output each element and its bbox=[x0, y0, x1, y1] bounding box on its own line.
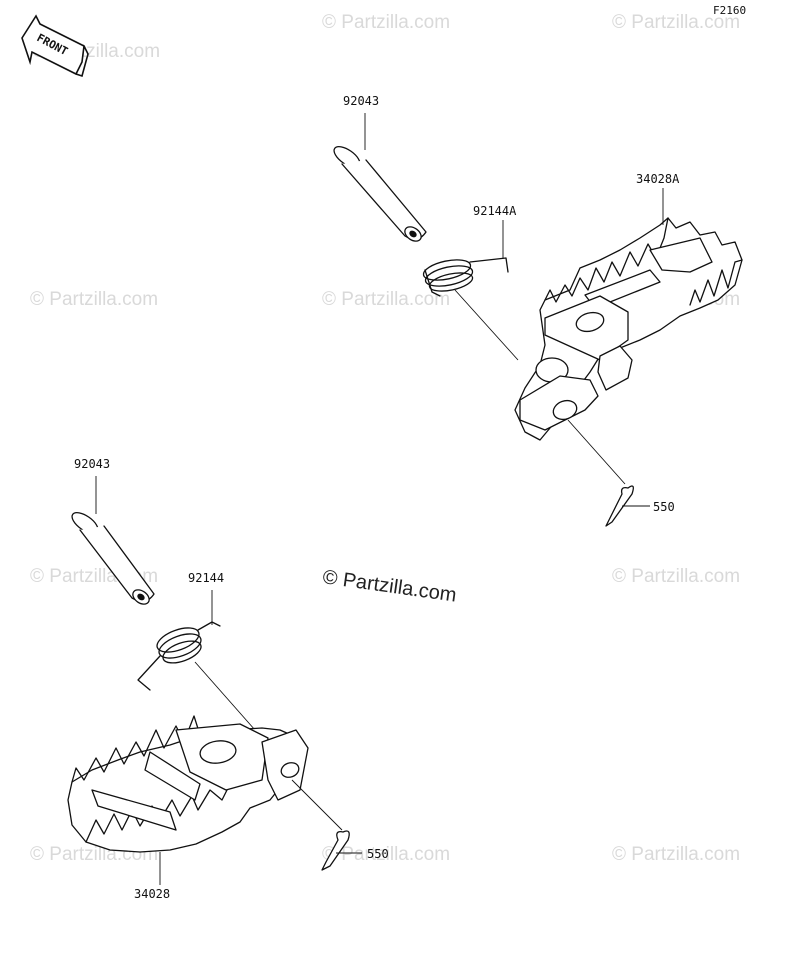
center-watermark: © Partzilla.com bbox=[321, 566, 458, 607]
front-arrow-icon: FRONT bbox=[21, 14, 89, 78]
upper-spring bbox=[422, 257, 509, 297]
watermark: © Partzilla.com bbox=[322, 289, 450, 310]
upper-footpeg-label: 34028A bbox=[636, 172, 680, 186]
watermark-group: © Partzilla.com © Partzilla.com © Partzi… bbox=[30, 12, 740, 865]
upper-cotter-label: 550 bbox=[653, 500, 675, 514]
watermark: © Partzilla.com bbox=[30, 289, 158, 310]
lower-footpeg bbox=[67, 715, 309, 853]
lower-cotter-label: 550 bbox=[367, 847, 389, 861]
lower-cotter-pin bbox=[321, 830, 350, 871]
upper-footpeg bbox=[514, 217, 743, 441]
watermark: © Partzilla.com bbox=[612, 844, 740, 865]
lower-pin bbox=[71, 512, 155, 605]
watermark: © Partzilla.com bbox=[612, 566, 740, 587]
lower-pin-label: 92043 bbox=[74, 457, 110, 471]
upper-pin bbox=[333, 146, 427, 242]
lower-footpeg-label: 34028 bbox=[134, 887, 170, 901]
upper-spring-label: 92144A bbox=[473, 204, 517, 218]
upper-pin-label: 92043 bbox=[343, 94, 379, 108]
lower-spring-label: 92144 bbox=[188, 571, 224, 585]
watermark: © Partzilla.com bbox=[322, 844, 450, 865]
watermark: © Partzilla.com bbox=[612, 12, 740, 33]
lower-spring bbox=[137, 621, 221, 691]
upper-cotter-pin bbox=[605, 485, 634, 527]
diagram-id: F2160 bbox=[713, 4, 746, 17]
watermark: © Partzilla.com bbox=[322, 12, 450, 33]
